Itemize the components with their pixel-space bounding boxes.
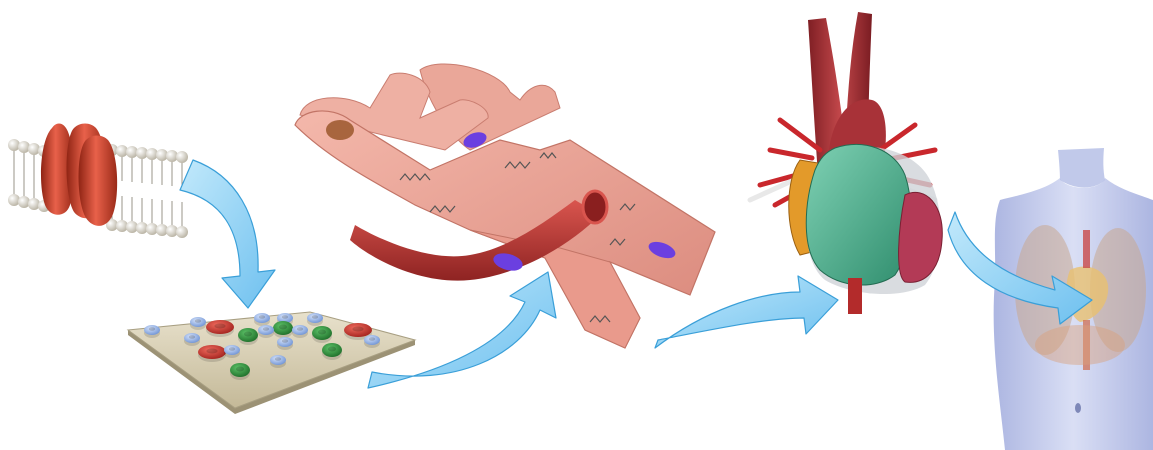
channel-pore xyxy=(206,348,218,354)
channel-pore xyxy=(214,323,226,329)
blue-channel xyxy=(184,333,200,343)
liver xyxy=(1035,325,1125,365)
channel-pore xyxy=(258,315,266,319)
channel-pore xyxy=(188,335,196,339)
green-channel xyxy=(312,326,332,340)
lipid-head xyxy=(166,150,178,162)
channel-pore xyxy=(244,331,252,337)
descending-aorta xyxy=(848,278,862,314)
nucleus xyxy=(493,253,523,271)
lipid-head xyxy=(176,226,188,238)
lipid-head xyxy=(136,222,148,234)
capillary-vessel-opening xyxy=(581,189,609,225)
patch-channels xyxy=(144,313,380,380)
channel-pore xyxy=(236,366,244,372)
arrow-channel-to-patch xyxy=(179,159,276,309)
channel-pore xyxy=(262,327,270,331)
green-channel xyxy=(322,343,342,357)
membrane-patch-icon xyxy=(126,311,417,414)
myocyte-tissue-icon xyxy=(294,63,716,349)
lipid-head xyxy=(116,220,128,232)
blue-channel xyxy=(224,345,240,355)
lipid-head xyxy=(156,224,168,236)
intercalated-discs xyxy=(399,152,636,323)
blue-channel xyxy=(364,335,380,345)
lipid-head xyxy=(28,198,40,210)
green-channel xyxy=(238,328,258,342)
lipid-head xyxy=(8,194,20,206)
ion-channel-right-subunit xyxy=(78,135,118,226)
right-ventricle xyxy=(805,144,912,286)
channel-pore xyxy=(328,346,336,352)
myocyte-fiber-top xyxy=(299,72,489,151)
ion-channel-left-subunit xyxy=(40,123,74,215)
membrane-ion-channel-icon xyxy=(8,123,188,238)
lipid-head xyxy=(28,143,40,155)
red-channel xyxy=(206,320,234,334)
capillary-vessel xyxy=(350,200,600,281)
arrow-heart-to-torso xyxy=(947,211,1093,325)
lipid-head xyxy=(176,151,188,163)
right-lung xyxy=(1090,228,1146,352)
myofibril-bundle xyxy=(326,120,354,140)
channel-pore xyxy=(148,327,156,331)
flow-arrows xyxy=(179,159,1093,389)
channel-pore xyxy=(228,347,236,351)
blue-channel xyxy=(307,313,323,323)
lipid-head xyxy=(136,147,148,159)
heart-organ-icon xyxy=(747,12,943,314)
blue-channel xyxy=(190,317,206,327)
red-channel xyxy=(344,323,372,337)
channel-pore xyxy=(281,315,289,319)
lipid-head xyxy=(18,196,30,208)
lipid-head xyxy=(116,145,128,157)
torso-aorta xyxy=(1083,230,1090,268)
arrow-patch-to-tissue xyxy=(367,271,557,389)
lipid-head xyxy=(126,146,138,158)
blue-channel xyxy=(292,325,308,335)
lipid-head xyxy=(166,225,178,237)
green-channel xyxy=(230,363,250,377)
channel-pore xyxy=(281,339,289,343)
green-channel xyxy=(273,321,293,335)
left-ventricle xyxy=(898,191,943,283)
channel-pore xyxy=(279,324,287,330)
red-channel xyxy=(198,345,226,359)
channel-pore xyxy=(194,319,202,323)
navel xyxy=(1075,403,1081,413)
channel-pore xyxy=(368,337,376,341)
lipid-head xyxy=(106,219,118,231)
blue-channel xyxy=(258,325,274,335)
lipid-head xyxy=(126,221,138,233)
blue-channel xyxy=(270,355,286,365)
lipid-head xyxy=(156,149,168,161)
lipid-head xyxy=(146,223,158,235)
nucleus xyxy=(648,241,676,259)
torso-neck xyxy=(1058,148,1105,188)
nucleus xyxy=(463,132,487,148)
blue-channel xyxy=(277,337,293,347)
channel-pore xyxy=(318,329,326,335)
blue-channel xyxy=(144,325,160,335)
arrow-tissue-to-heart xyxy=(654,275,839,349)
blue-channel xyxy=(277,313,293,323)
lipid-head xyxy=(18,141,30,153)
lipid-head xyxy=(8,139,20,151)
lipid-head xyxy=(146,148,158,160)
channel-pore xyxy=(296,327,304,331)
channel-pore xyxy=(311,315,319,319)
channel-pore xyxy=(274,357,282,361)
blue-channel xyxy=(254,313,270,323)
torso-descending-aorta xyxy=(1083,320,1090,370)
channel-pore xyxy=(352,326,364,332)
